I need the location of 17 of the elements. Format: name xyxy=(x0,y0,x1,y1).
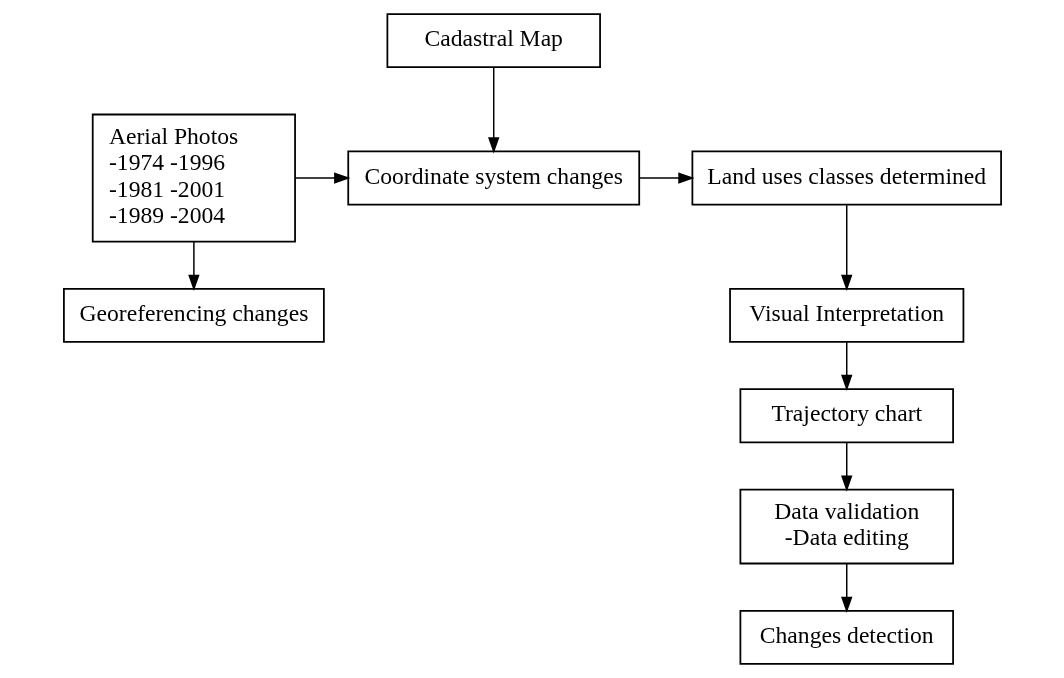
node-box: Cadastral Map xyxy=(386,13,601,69)
arrow xyxy=(487,67,499,154)
node-box: Data validation -Data editing xyxy=(739,488,954,565)
arrow xyxy=(638,172,695,184)
arrow xyxy=(187,241,200,291)
arrow xyxy=(294,172,350,184)
node-box: Coordinate system changes xyxy=(346,150,640,206)
arrow xyxy=(840,204,852,291)
node-box: Trajectory chart xyxy=(739,388,954,444)
node-box: Land uses classes determined xyxy=(691,150,1002,206)
arrow xyxy=(840,441,852,492)
node-box: Changes detection xyxy=(739,609,954,665)
arrow xyxy=(840,341,852,392)
node-box: Georeferencing changes xyxy=(62,287,325,343)
arrow xyxy=(840,563,852,613)
node-box: Aerial Photos -1974 -1996 -1981 -2001 -1989 -2004 xyxy=(91,113,296,243)
node-box: Visual Interpretation xyxy=(728,287,964,343)
